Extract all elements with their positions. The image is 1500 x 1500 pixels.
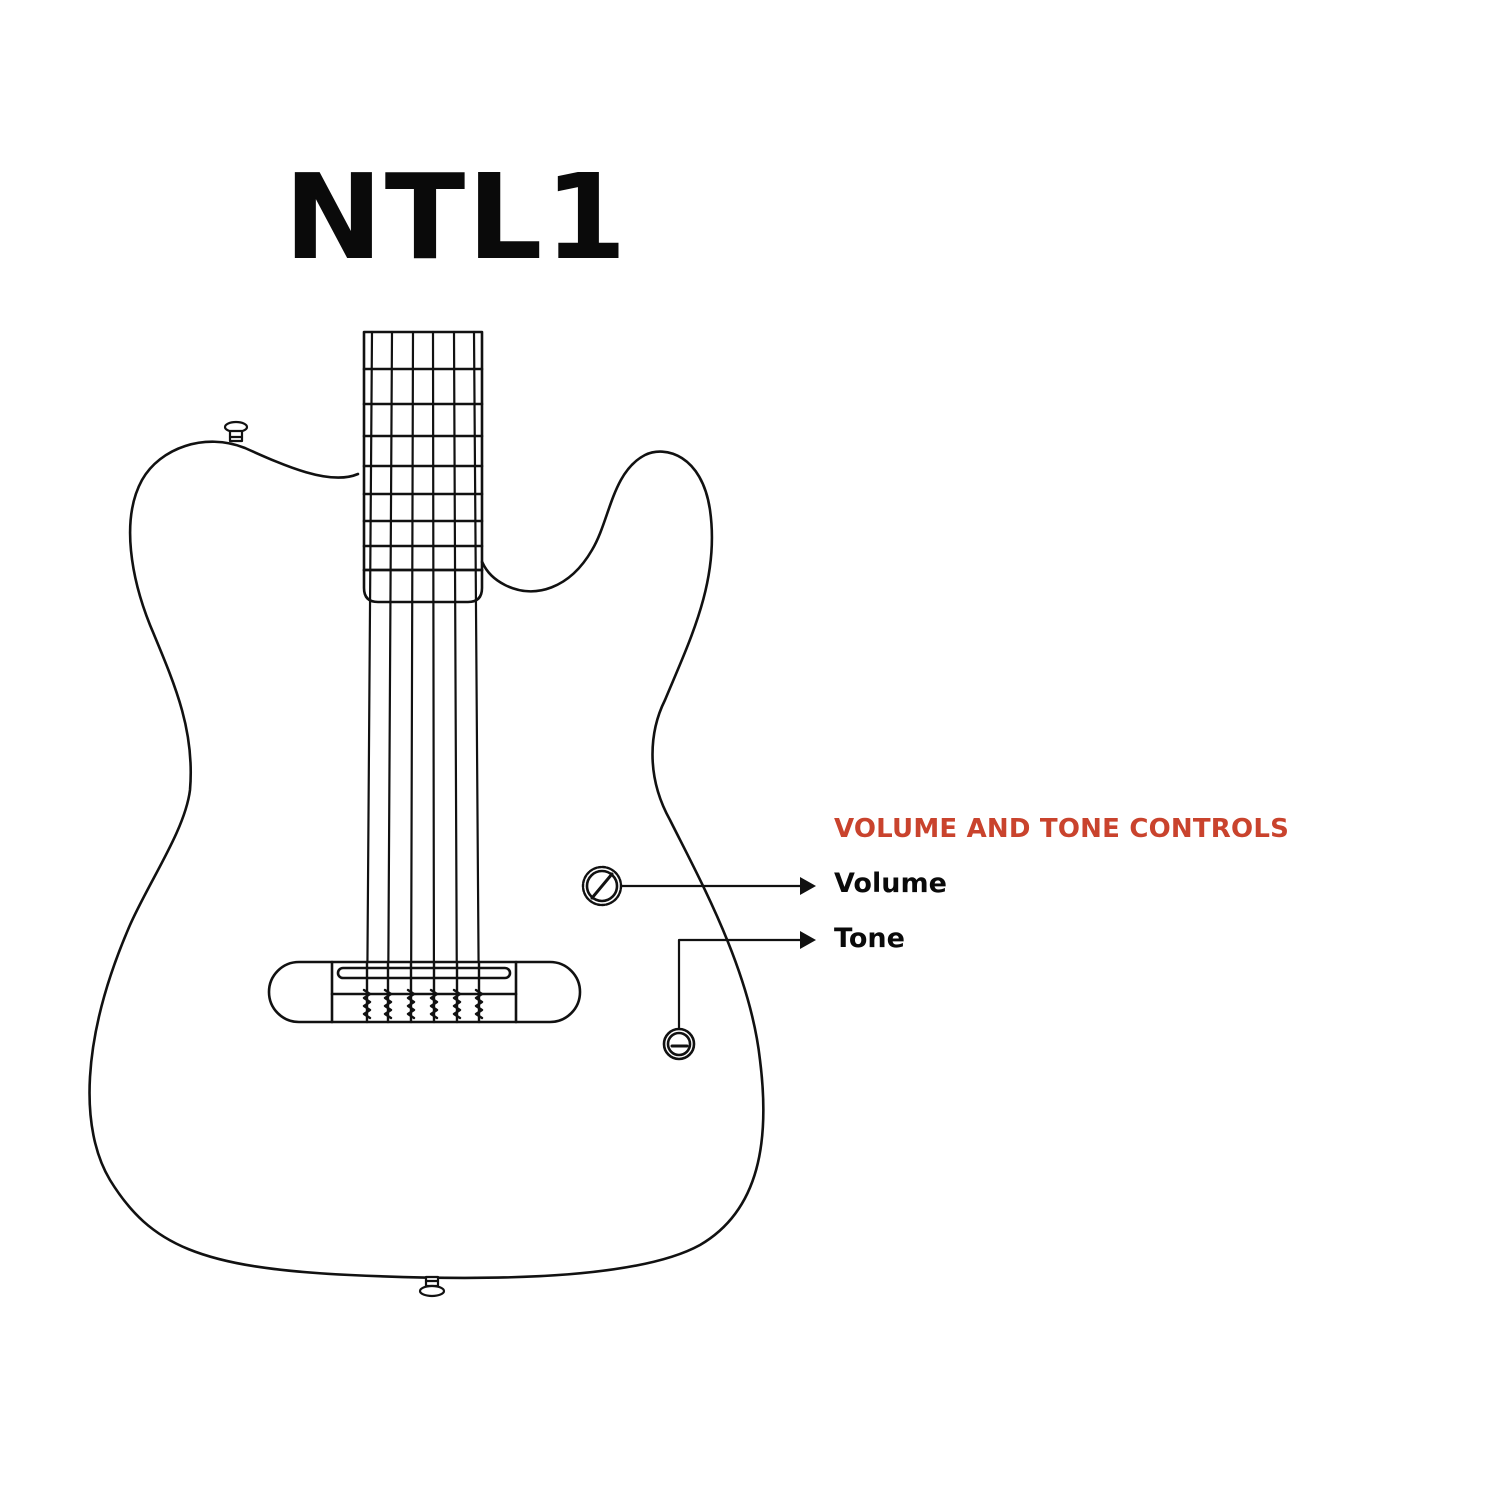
volume-arrowhead [800,877,816,895]
strings [365,330,481,1024]
tone-arrowhead [800,931,816,949]
tone-knob [662,1027,696,1061]
bridge [267,960,582,1024]
top-strap-button [223,420,249,443]
frets [362,367,484,572]
bridge-saddle [336,966,512,980]
volume-label: Volume [834,868,947,899]
tone-label: Tone [834,923,905,954]
guitar-body-outline [88,440,765,1280]
volume-knob [581,865,623,907]
string-ties [362,960,484,1024]
model-title: NTL1 [284,148,629,286]
bottom-strap-button [418,1275,446,1298]
controls-heading: VOLUME AND TONE CONTROLS [834,814,1290,844]
tone-pointer-line [677,938,804,1031]
neck-heel [362,568,484,604]
